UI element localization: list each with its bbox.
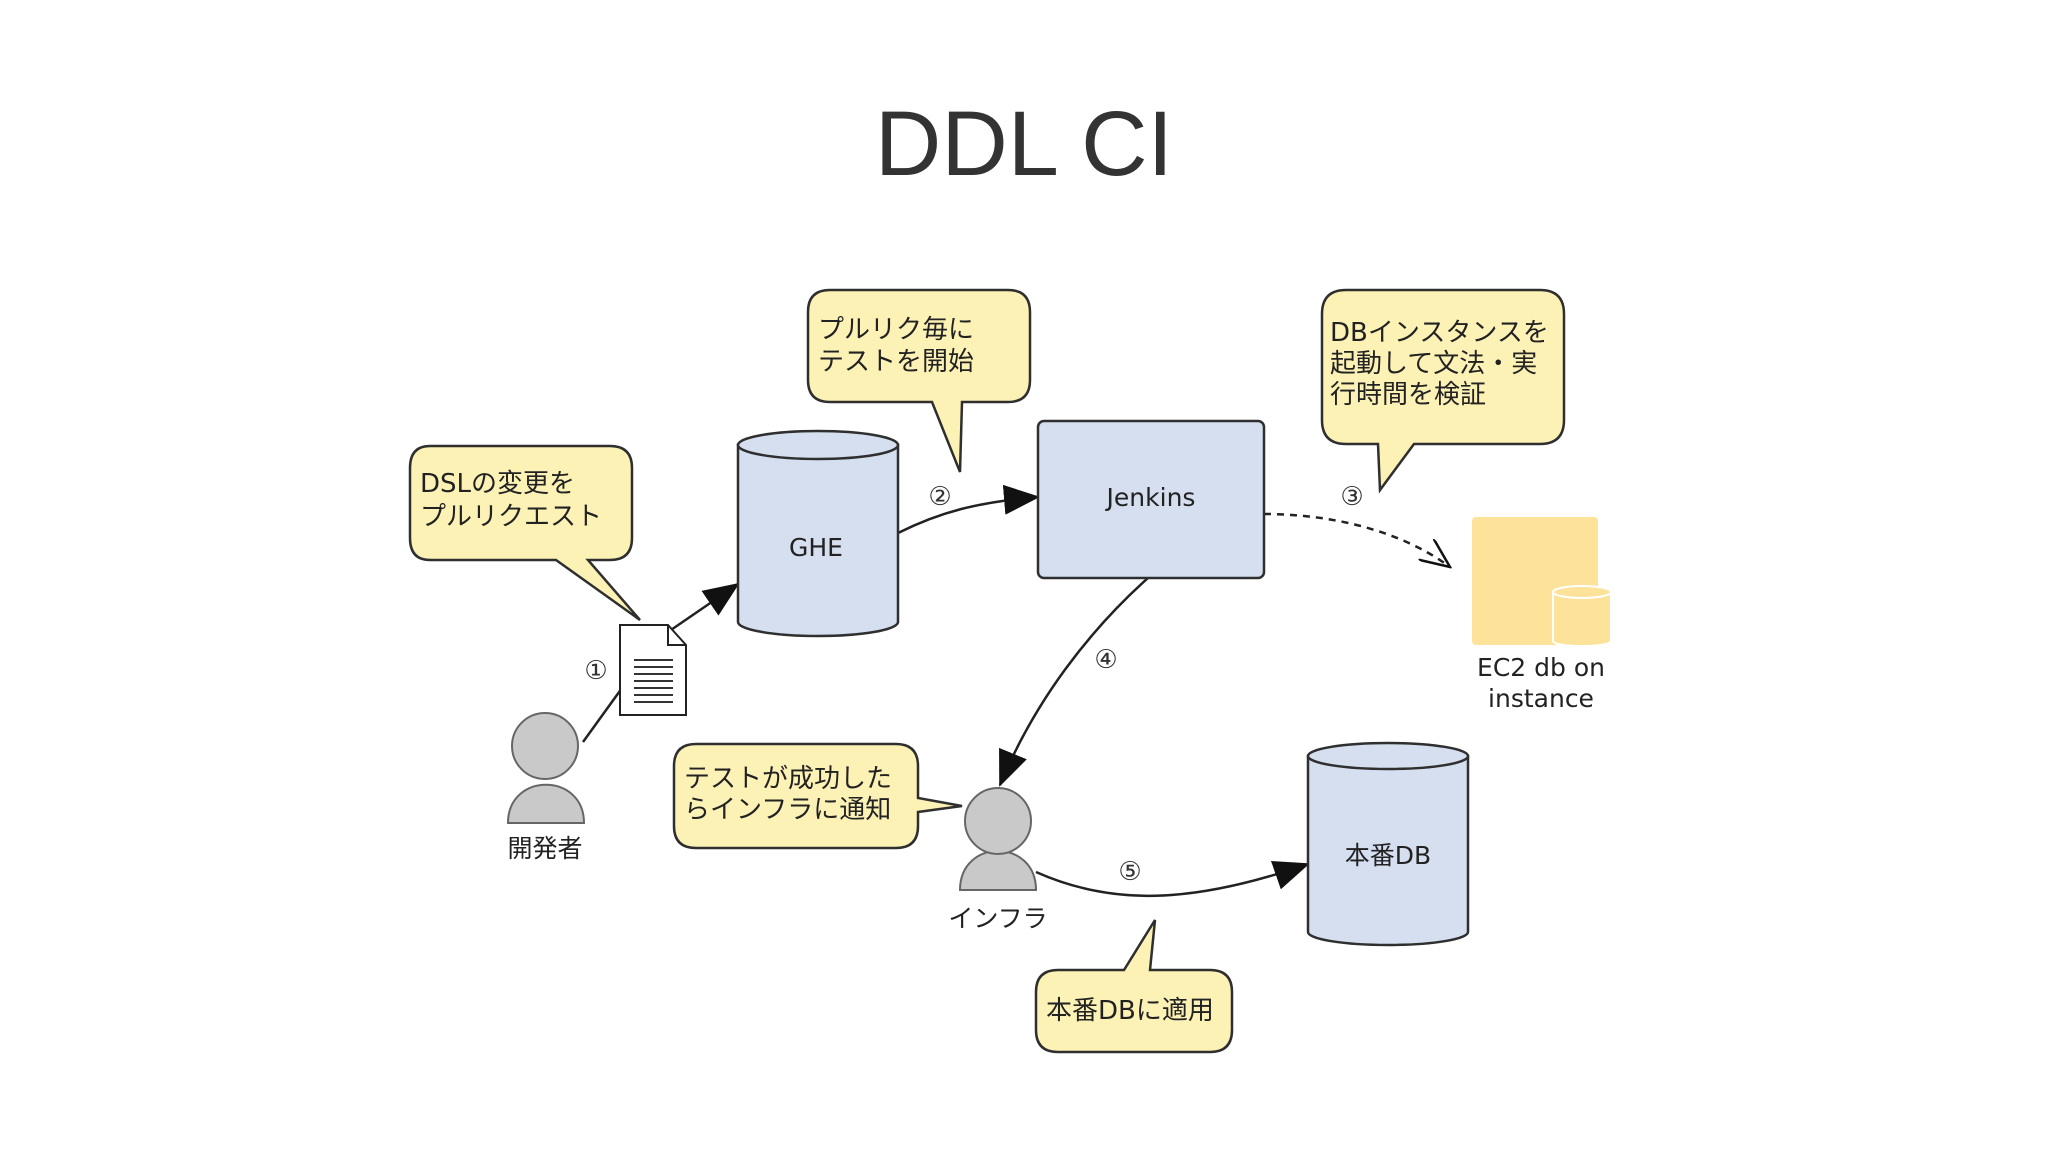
step-number-3: ③ xyxy=(1340,482,1363,512)
callout-per-pr-line1: プルリク毎に xyxy=(818,315,974,345)
edge-ghe-to-jenkins xyxy=(897,484,1040,535)
callout-db-instance: DBインスタンスを 起動して文法・実 行時間を検証 xyxy=(1320,288,1566,494)
ghe-cylinder[interactable]: GHE xyxy=(736,429,900,638)
callout-dsl-change-line1: DSLの変更を xyxy=(420,469,575,499)
callout-per-pr-line2: テストを開始 xyxy=(818,347,974,377)
developer-label: 開発者 xyxy=(507,834,582,863)
callout-dsl-change: DSLの変更を プルリクエスト xyxy=(408,444,641,622)
edge-developer-to-doc xyxy=(581,687,624,743)
document-icon xyxy=(619,624,687,716)
callout-test-success-line1: テストが成功した xyxy=(684,764,892,794)
ec2-db-instance[interactable]: EC2 db on instance xyxy=(1472,517,1612,713)
jenkins-label: Jenkins xyxy=(1105,483,1196,512)
edge-jenkins-to-infra xyxy=(998,577,1149,787)
jenkins-box[interactable]: Jenkins xyxy=(1036,419,1266,580)
callout-dsl-change-line2: プルリクエスト xyxy=(420,502,602,532)
infra-label: インフラ xyxy=(948,904,1047,933)
step-number-4: ④ xyxy=(1094,645,1117,675)
ec2-label-line1: EC2 db on xyxy=(1477,653,1605,682)
edge-doc-to-ghe xyxy=(667,582,740,634)
callout-db-instance-line1: DBインスタンスを xyxy=(1330,318,1549,348)
callout-apply-prod: 本番DBに適用 xyxy=(1034,919,1234,1054)
callout-db-instance-line2: 起動して文法・実 xyxy=(1330,349,1537,379)
page-title: DDL CI xyxy=(875,93,1173,195)
callout-per-pr: プルリク毎に テストを開始 xyxy=(806,288,1032,473)
developer-avatar-icon xyxy=(506,783,586,824)
infra-person[interactable]: インフラ xyxy=(948,787,1048,933)
callout-test-success-line2: らインフラに通知 xyxy=(684,795,891,825)
edge-infra-to-prod-db xyxy=(1035,860,1310,898)
callout-db-instance-line3: 行時間を検証 xyxy=(1330,380,1486,410)
infra-avatar-icon xyxy=(958,850,1038,891)
ec2-label-line2: instance xyxy=(1488,684,1594,713)
callout-apply-prod-line1: 本番DBに適用 xyxy=(1046,996,1214,1026)
step-number-5: ⑤ xyxy=(1118,857,1141,887)
step-number-1: ① xyxy=(584,656,607,686)
db-cylinder-icon xyxy=(1552,585,1612,599)
edge-jenkins-to-ec2 xyxy=(1263,512,1450,567)
step-number-2: ② xyxy=(928,482,951,512)
prod-db-label: 本番DB xyxy=(1345,841,1431,870)
prod-db-cylinder[interactable]: 本番DB xyxy=(1306,741,1470,947)
developer-person[interactable]: 開発者 xyxy=(506,712,586,863)
ghe-label: GHE xyxy=(789,533,843,562)
callout-test-success: テストが成功した らインフラに通知 xyxy=(672,742,963,850)
